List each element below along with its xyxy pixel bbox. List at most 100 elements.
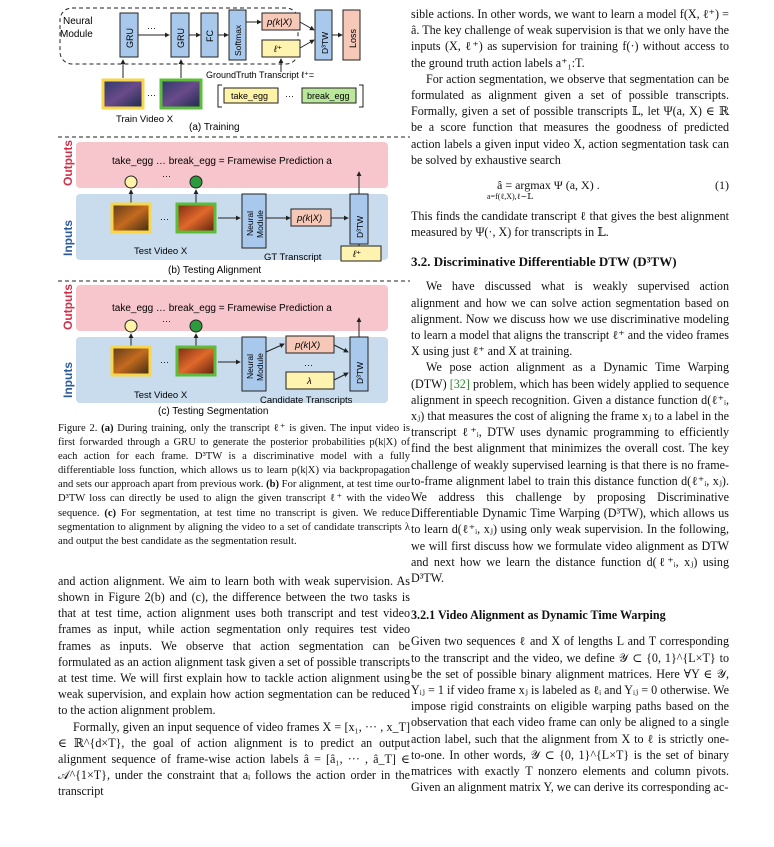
svg-text:Softmax: Softmax bbox=[233, 24, 243, 56]
svg-text:λ: λ bbox=[306, 376, 312, 387]
right-paragraph-6: Given two sequences ℓ and X of lengths L… bbox=[411, 634, 729, 795]
svg-text:···: ··· bbox=[285, 91, 294, 101]
pred-node-last bbox=[189, 175, 203, 189]
pred-node-first-c bbox=[124, 319, 138, 333]
svg-text:p(k|X): p(k|X) bbox=[296, 213, 322, 224]
candidate-transcripts-label: Candidate Transcripts bbox=[260, 395, 353, 406]
test-frame-last-b bbox=[175, 202, 217, 234]
svg-text:Module: Module bbox=[255, 210, 265, 238]
svg-text:p(k|X): p(k|X) bbox=[266, 17, 292, 28]
svg-text:FC: FC bbox=[205, 30, 215, 42]
figure-caption: Figure 2. (a) During training, only the … bbox=[58, 423, 410, 547]
figure-2: Neural Module GRU ··· GRU FC bbox=[58, 0, 410, 418]
section-heading-3-2: 3.2. Discriminative Differentiable DTW (… bbox=[411, 254, 677, 270]
outputs-label: Outputs bbox=[61, 140, 75, 186]
gt-transcript-label-b: GT Transcript bbox=[264, 252, 322, 263]
inputs-label-c: Inputs bbox=[61, 362, 75, 398]
svg-text:···: ··· bbox=[162, 171, 171, 181]
d3tw-block-c: D³TW bbox=[349, 336, 369, 392]
equation-1: â = argmax Ψ (a, X) . a=f(ℓ,X),ℓ∼𝕃 (1) bbox=[411, 174, 729, 208]
sub-caption-c: (c) Testing Segmentation bbox=[158, 406, 268, 417]
svg-text:···: ··· bbox=[147, 90, 156, 100]
ell-plus-box: ℓ⁺ bbox=[261, 39, 301, 58]
gru-layer-1: GRU bbox=[119, 12, 139, 58]
gru-layer-2: GRU bbox=[170, 12, 190, 58]
right-paragraph-3: This finds the candidate transcript ℓ th… bbox=[411, 209, 729, 240]
svg-text:Neural: Neural bbox=[245, 354, 255, 379]
figure-2-diagram: Neural Module GRU ··· GRU FC bbox=[58, 7, 410, 417]
svg-text:GRU: GRU bbox=[125, 28, 135, 48]
bracket-left bbox=[217, 84, 222, 108]
action-break-egg: break_egg bbox=[301, 87, 357, 104]
outputs-label-c: Outputs bbox=[61, 284, 75, 330]
loss-block: Loss bbox=[342, 9, 361, 61]
sub-caption-b: (b) Testing Alignment bbox=[168, 265, 261, 276]
right-paragraph-2: For action segmentation, we observe that… bbox=[411, 71, 729, 167]
svg-text:···: ··· bbox=[162, 316, 171, 326]
svg-text:ℓ⁺: ℓ⁺ bbox=[273, 44, 282, 55]
neural-module-dashed-box bbox=[59, 7, 299, 65]
equation-1-main: â = argmax Ψ (a, X) . bbox=[497, 178, 600, 193]
train-video-frames: ··· bbox=[101, 78, 203, 110]
lambda-box: λ bbox=[285, 371, 335, 390]
neural-module-c: Neural Module bbox=[241, 336, 267, 392]
svg-text:···: ··· bbox=[147, 23, 156, 33]
citation-32-link[interactable]: [32] bbox=[449, 376, 470, 391]
svg-text:Neural: Neural bbox=[245, 211, 255, 236]
neural-module-label-1: Neural bbox=[63, 16, 92, 27]
neural-module-b: Neural Module bbox=[241, 193, 267, 249]
neural-module-label-2: Module bbox=[60, 29, 93, 40]
train-frame-first bbox=[101, 78, 145, 110]
svg-text:···: ··· bbox=[160, 214, 169, 224]
svg-text:···: ··· bbox=[304, 360, 313, 370]
left-paragraph-1: and action alignment. We aim to learn bo… bbox=[58, 573, 410, 718]
framewise-prediction-c: take_egg … break_egg = Framewise Predict… bbox=[112, 303, 332, 314]
right-paragraph-5: We pose action alignment as a Dynamic Ti… bbox=[411, 360, 729, 586]
outputs-band-c bbox=[76, 285, 388, 331]
test-video-label-c: Test Video X bbox=[134, 390, 188, 401]
panel-training: Neural Module GRU ··· GRU FC bbox=[58, 7, 410, 138]
d3tw-block-training: D³TW bbox=[314, 9, 333, 61]
action-take-egg: take_egg bbox=[223, 87, 279, 104]
right-paragraph-1: sible actions. In other words, we want t… bbox=[411, 7, 729, 70]
train-frame-last bbox=[159, 78, 203, 110]
softmax-layer: Softmax bbox=[228, 9, 247, 61]
panel-testing-alignment: Outputs take_egg … break_egg = Framewise… bbox=[58, 140, 410, 282]
svg-text:···: ··· bbox=[160, 357, 169, 367]
inputs-label: Inputs bbox=[61, 220, 75, 256]
d3tw-block-b: D³TW bbox=[349, 193, 369, 245]
sub-caption-a: (a) Training bbox=[189, 122, 240, 133]
pred-node-last-c bbox=[189, 319, 203, 333]
equation-1-sub: a=f(ℓ,X),ℓ∼𝕃 bbox=[487, 192, 533, 202]
test-video-frames-c: ··· bbox=[110, 345, 217, 377]
ell-plus-box-b: ℓ⁺ bbox=[340, 245, 382, 262]
left-paragraph-2: Formally, given an input sequence of vid… bbox=[58, 719, 410, 799]
test-frame-last-c bbox=[175, 345, 217, 377]
posterior-box-b: p(k|X) bbox=[290, 208, 332, 227]
test-video-label-b: Test Video X bbox=[134, 246, 188, 257]
svg-text:p(k|X): p(k|X) bbox=[294, 340, 320, 351]
gt-transcript-label: GroundTruth Transcript ℓ⁺= bbox=[206, 70, 314, 80]
test-video-frames-b: ··· bbox=[110, 202, 217, 234]
svg-text:Module: Module bbox=[255, 353, 265, 381]
svg-text:D³TW: D³TW bbox=[320, 32, 330, 54]
pred-node-first bbox=[124, 175, 138, 189]
svg-text:Loss: Loss bbox=[348, 28, 358, 48]
right-paragraph-4: We have discussed what is weakly supervi… bbox=[411, 279, 729, 359]
right-column: sible actions. In other words, we want t… bbox=[411, 0, 729, 795]
svg-text:break_egg: break_egg bbox=[307, 91, 350, 101]
subsection-heading-3-2-1: 3.2.1 Video Alignment as Dynamic Time Wa… bbox=[411, 608, 666, 623]
test-frame-first-b bbox=[110, 202, 152, 234]
left-column: Neural Module GRU ··· GRU FC bbox=[58, 0, 410, 800]
equation-1-number: (1) bbox=[715, 178, 729, 193]
test-frame-first-c bbox=[110, 345, 152, 377]
fc-layer: FC bbox=[200, 12, 219, 58]
train-video-label: Train Video X bbox=[116, 114, 174, 125]
panel-testing-segmentation: Outputs take_egg … break_egg = Framewise… bbox=[61, 284, 388, 417]
outputs-band bbox=[76, 142, 388, 188]
posterior-box: p(k|X) bbox=[261, 12, 301, 31]
framewise-prediction: take_egg … break_egg = Framewise Predict… bbox=[112, 156, 332, 167]
bracket-right bbox=[359, 84, 364, 108]
svg-text:ℓ⁺: ℓ⁺ bbox=[352, 249, 361, 260]
posterior-box-c: p(k|X) bbox=[285, 335, 335, 354]
